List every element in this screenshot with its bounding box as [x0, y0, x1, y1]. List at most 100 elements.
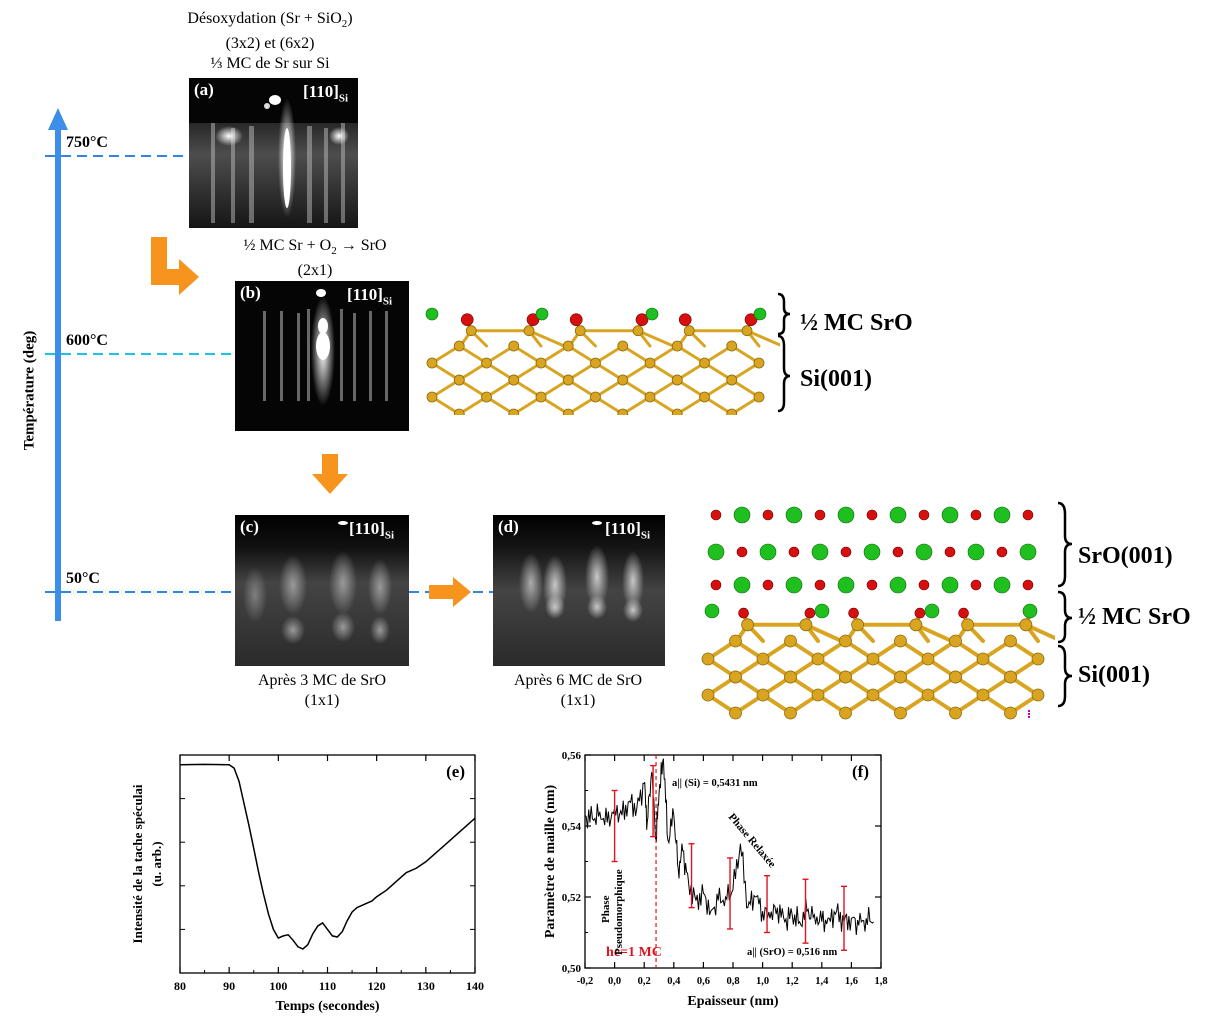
si-atom — [1031, 688, 1045, 702]
si-atom — [617, 408, 629, 415]
strontium-atom — [941, 576, 959, 594]
x-tick-label-e: 120 — [368, 979, 386, 993]
si-atom — [508, 374, 520, 386]
strontium-atom — [941, 506, 959, 524]
si-atom — [949, 670, 962, 684]
strontium-atom — [993, 576, 1011, 594]
si-atom — [784, 670, 797, 684]
strontium-atom — [1022, 603, 1038, 619]
oxygen-atom — [848, 607, 859, 619]
si-atom — [756, 652, 770, 666]
si-atom — [671, 408, 683, 415]
header-line3: ⅓ MC de Sr sur Si — [210, 55, 330, 73]
oxygen-atom — [918, 579, 930, 591]
si-atom — [784, 634, 797, 648]
si-atom — [729, 706, 742, 720]
si-atom — [726, 340, 738, 352]
strontium-atom — [924, 603, 940, 619]
rheed-panel-d: (d) [110]Si — [493, 515, 665, 666]
si-atom — [894, 706, 907, 720]
panel-d-label: (d) — [498, 517, 519, 536]
rheed-d-pattern — [493, 515, 665, 666]
si-atom — [851, 618, 865, 632]
si-atom — [799, 618, 813, 632]
oxygen-atom — [866, 579, 878, 591]
panel-e-label: (e) — [446, 762, 465, 781]
structure-sro-on-si-large — [701, 506, 1055, 720]
strontium-atom — [837, 506, 855, 524]
si-atom — [453, 374, 465, 386]
step-b-text: ½ MC Sr + O2 → SrO (2x1) — [243, 237, 387, 280]
strontium-atom — [889, 506, 907, 524]
oxygen-atom — [892, 546, 904, 558]
si-atom — [811, 688, 825, 702]
si-atom — [1004, 634, 1017, 648]
panel-a-label: (a) — [194, 80, 214, 99]
x-tick-label-f: 1,4 — [815, 976, 829, 987]
si-atom — [726, 408, 738, 415]
panel-a-direction: [110]Si — [303, 82, 349, 105]
si-atom — [729, 670, 742, 684]
strontium-atom — [425, 307, 439, 321]
si-atom — [976, 652, 990, 666]
x-tick-label-e: 80 — [174, 979, 186, 993]
oxygen-atom — [958, 607, 969, 619]
si-atom — [839, 634, 852, 648]
si-atom — [961, 618, 975, 632]
si-atom — [453, 408, 465, 415]
rheed-b-pattern — [235, 281, 409, 431]
panel-b-direction: [110]Si — [347, 285, 393, 308]
si-atom — [921, 688, 935, 702]
strontium-atom — [645, 307, 659, 321]
si-atom — [976, 688, 990, 702]
si-atom — [753, 357, 765, 369]
arrow-c-to-d — [409, 577, 493, 607]
intensity-series-line — [179, 763, 476, 950]
si-atom — [574, 325, 586, 337]
si-atom — [699, 391, 710, 403]
panel-d-caption: Après 6 MC de SrO (1x1) — [514, 672, 642, 709]
brace-small — [777, 292, 791, 413]
si-atom — [508, 340, 520, 352]
label-sro001: SrO(001) — [1078, 543, 1173, 569]
si-atom — [535, 357, 547, 369]
si-atom — [756, 688, 770, 702]
hc-label: hc=1 MC — [606, 945, 662, 960]
strontium-atom — [811, 543, 829, 561]
si-atom — [683, 325, 695, 337]
si-atom — [741, 618, 754, 632]
strontium-atom — [785, 506, 803, 524]
si-atom — [866, 688, 880, 702]
plot-frame-e — [179, 754, 476, 974]
oxygen-atom — [788, 546, 800, 558]
x-tick-label-f: 1,6 — [845, 976, 858, 987]
strontium-atom — [733, 576, 751, 594]
si-atom — [701, 688, 715, 702]
structure-half-mc-sro-small — [425, 307, 780, 415]
structure-group — [701, 506, 1055, 720]
oxygen-atom — [970, 579, 982, 591]
si-atom — [481, 391, 492, 403]
oxygen-atom — [814, 509, 826, 521]
strontium-atom — [889, 576, 907, 594]
oxygen-atom — [526, 313, 540, 326]
temp-600-label: 600°C — [66, 332, 108, 349]
strontium-atom — [993, 506, 1011, 524]
strontium-atom — [707, 543, 725, 561]
si-atom — [644, 391, 656, 403]
y-tick-label-f: 0,54 — [562, 821, 582, 833]
y-tick-label-f: 0,50 — [562, 963, 582, 975]
label-half-mc-sro-small: ½ MC SrO — [800, 310, 913, 336]
y-axis-label-f: Paramètre de maille (nm) — [543, 785, 558, 939]
lattice-parameter-series-line — [584, 758, 874, 936]
x-tick-label-f: 0,0 — [608, 976, 621, 987]
si-atom — [590, 391, 601, 403]
x-tick-label-e: 130 — [417, 979, 435, 993]
oxygen-atom — [762, 509, 774, 521]
y-axis-label-e-line2: (u. arb.) — [149, 841, 164, 886]
si-atom — [632, 325, 644, 337]
x-tick-label-f: 0,8 — [726, 976, 739, 987]
temperature-axis — [45, 108, 235, 621]
rheed-c-pattern — [235, 515, 409, 666]
label-si001-small: Si(001) — [800, 366, 872, 392]
